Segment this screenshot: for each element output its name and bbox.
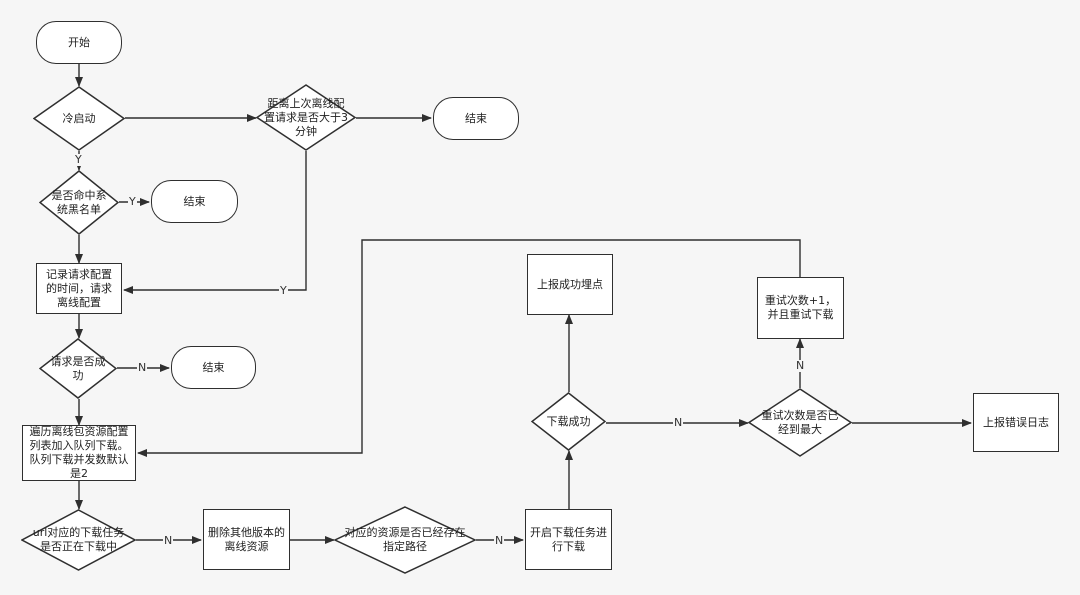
retry-max-label: 重试次数是否已经到最大: [761, 408, 839, 436]
interval-check-label: 距离上次离线配置请求是否大于3分钟: [264, 96, 348, 138]
retry-max-decision: 重试次数是否已经到最大: [748, 388, 852, 457]
cold-start-label: 冷启动: [62, 111, 96, 125]
edge-label-blacklist-yes: Y: [128, 195, 137, 208]
end-node-1: 结束: [433, 97, 519, 140]
end-label-3: 结束: [202, 360, 225, 374]
url-downloading-decision: url对应的下载任务是否正在下载中: [21, 509, 136, 571]
traverse-queue-step: 遍历离线包资源配置列表加入队列下载。队列下载并发数默认是2: [22, 425, 136, 481]
retry-plus-label: 重试次数+1，并且重试下载: [764, 294, 837, 321]
record-request-label: 记录请求配置的时间，请求离线配置: [46, 267, 112, 309]
end-label-1: 结束: [465, 111, 487, 125]
edge-label-request-no: N: [137, 361, 148, 374]
interval-check-decision: 距离上次离线配置请求是否大于3分钟: [256, 84, 356, 151]
end-node-2: 结束: [151, 180, 238, 223]
start-download-step: 开启下载任务进行下载: [525, 509, 612, 570]
edge-label-download-no: N: [673, 416, 684, 429]
edge-label-exists-no: N: [494, 534, 505, 547]
retry-plus-step: 重试次数+1，并且重试下载: [757, 277, 844, 339]
report-success-label: 上报成功埋点: [537, 277, 603, 291]
edge-retry-to-traverse: [137, 239, 801, 457]
edge-interval-to-record: [123, 151, 307, 294]
delete-old-label: 删除其他版本的离线资源: [208, 525, 285, 553]
request-success-label: 请求是否成功: [50, 354, 106, 382]
delete-old-step: 删除其他版本的离线资源: [203, 509, 290, 570]
report-error-label: 上报错误日志: [983, 415, 1049, 429]
edge-label-cold-yes: Y: [74, 153, 83, 166]
start-label: 开始: [68, 35, 90, 49]
request-success-decision: 请求是否成功: [39, 338, 117, 399]
start-node: 开始: [36, 21, 122, 64]
download-success-label: 下载成功: [546, 414, 591, 428]
start-download-label: 开启下载任务进行下载: [530, 525, 607, 553]
report-success-step: 上报成功埋点: [527, 254, 613, 315]
resource-exists-decision: 对应的资源是否已经存在指定路径: [334, 506, 476, 574]
edge-label-interval-yes: Y: [279, 284, 288, 297]
edge-label-downloading-no: N: [163, 534, 174, 547]
report-error-step: 上报错误日志: [973, 393, 1059, 452]
blacklist-decision: 是否命中系统黑名单: [39, 170, 119, 235]
record-request-step: 记录请求配置的时间，请求离线配置: [36, 263, 122, 314]
download-success-decision: 下载成功: [531, 392, 606, 451]
url-downloading-label: url对应的下载任务是否正在下载中: [32, 526, 125, 553]
blacklist-label: 是否命中系统黑名单: [51, 188, 107, 216]
traverse-queue-label: 遍历离线包资源配置列表加入队列下载。队列下载并发数默认是2: [29, 425, 129, 480]
end-label-2: 结束: [183, 194, 206, 208]
end-node-3: 结束: [171, 346, 256, 389]
edge-label-retry-no: N: [795, 359, 806, 372]
resource-exists-label: 对应的资源是否已经存在指定路径: [344, 526, 466, 553]
cold-start-decision: 冷启动: [33, 86, 125, 151]
